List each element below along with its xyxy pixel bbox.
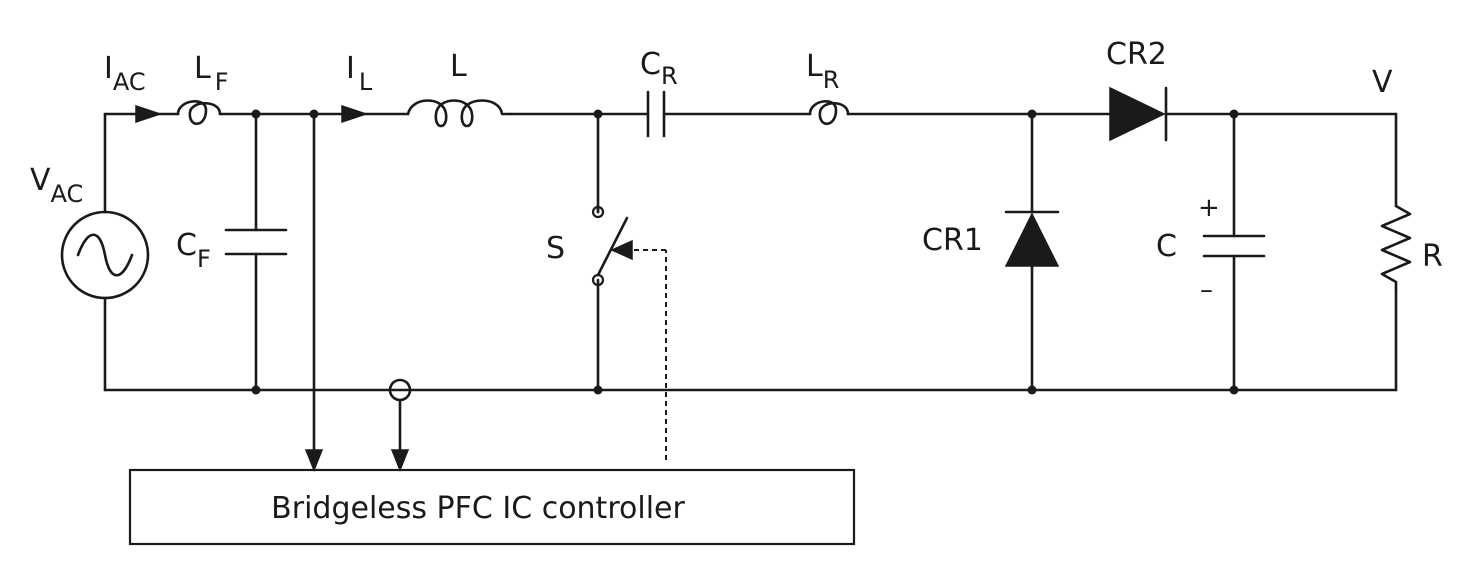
junction-dot [309, 109, 319, 119]
junction-dots [251, 109, 1239, 395]
resistor-r-symbol [1380, 204, 1412, 290]
vac-label: VAC [30, 163, 83, 208]
controller-box [128, 468, 856, 546]
ac-source-symbol [60, 210, 150, 300]
cr1-label: CR1 [922, 223, 983, 258]
current-sense-node-icon [388, 378, 412, 402]
junction-dot [593, 109, 603, 119]
junction-dot [1229, 109, 1239, 119]
capacitor-cr-symbol [646, 90, 666, 138]
r-label: R [1422, 239, 1443, 274]
junction-dot [251, 385, 261, 395]
s-label: S [546, 231, 565, 266]
c-plus-label: + [1198, 193, 1220, 223]
capacitor-c-symbol [1202, 234, 1266, 258]
il-arrow-icon [341, 104, 369, 124]
junction-dot [593, 385, 603, 395]
cr2-label: CR2 [1106, 37, 1167, 72]
c-minus-label: – [1200, 275, 1213, 305]
junction-dot [1027, 109, 1037, 119]
junction-dot [1229, 385, 1239, 395]
iac-label: IAC [104, 51, 146, 96]
switch-s-symbol [591, 204, 667, 460]
capacitor-cf-symbol [224, 228, 288, 256]
iac-arrow-icon [135, 104, 163, 124]
wires [103, 112, 1398, 452]
inductor-lf-symbol [176, 100, 222, 126]
controller-label: Bridgeless PFC IC controller [271, 491, 685, 526]
c-label: C [1156, 229, 1177, 264]
inductor-lr-symbol [808, 100, 850, 126]
junction-dot [251, 109, 261, 119]
v-out-label: V [1372, 65, 1393, 100]
junction-dot [1027, 385, 1037, 395]
cf-label: CF [176, 228, 211, 273]
l-label: L [450, 49, 467, 84]
il-sense-arrow-icon [304, 449, 324, 473]
inductor-l-symbol [406, 99, 512, 128]
diode-cr2-symbol [1109, 86, 1168, 142]
cr-label: CR [640, 47, 678, 90]
lr-label: LR [806, 49, 839, 94]
diode-cr1-symbol [1004, 210, 1060, 267]
current-sense-arrow-icon [390, 449, 410, 473]
